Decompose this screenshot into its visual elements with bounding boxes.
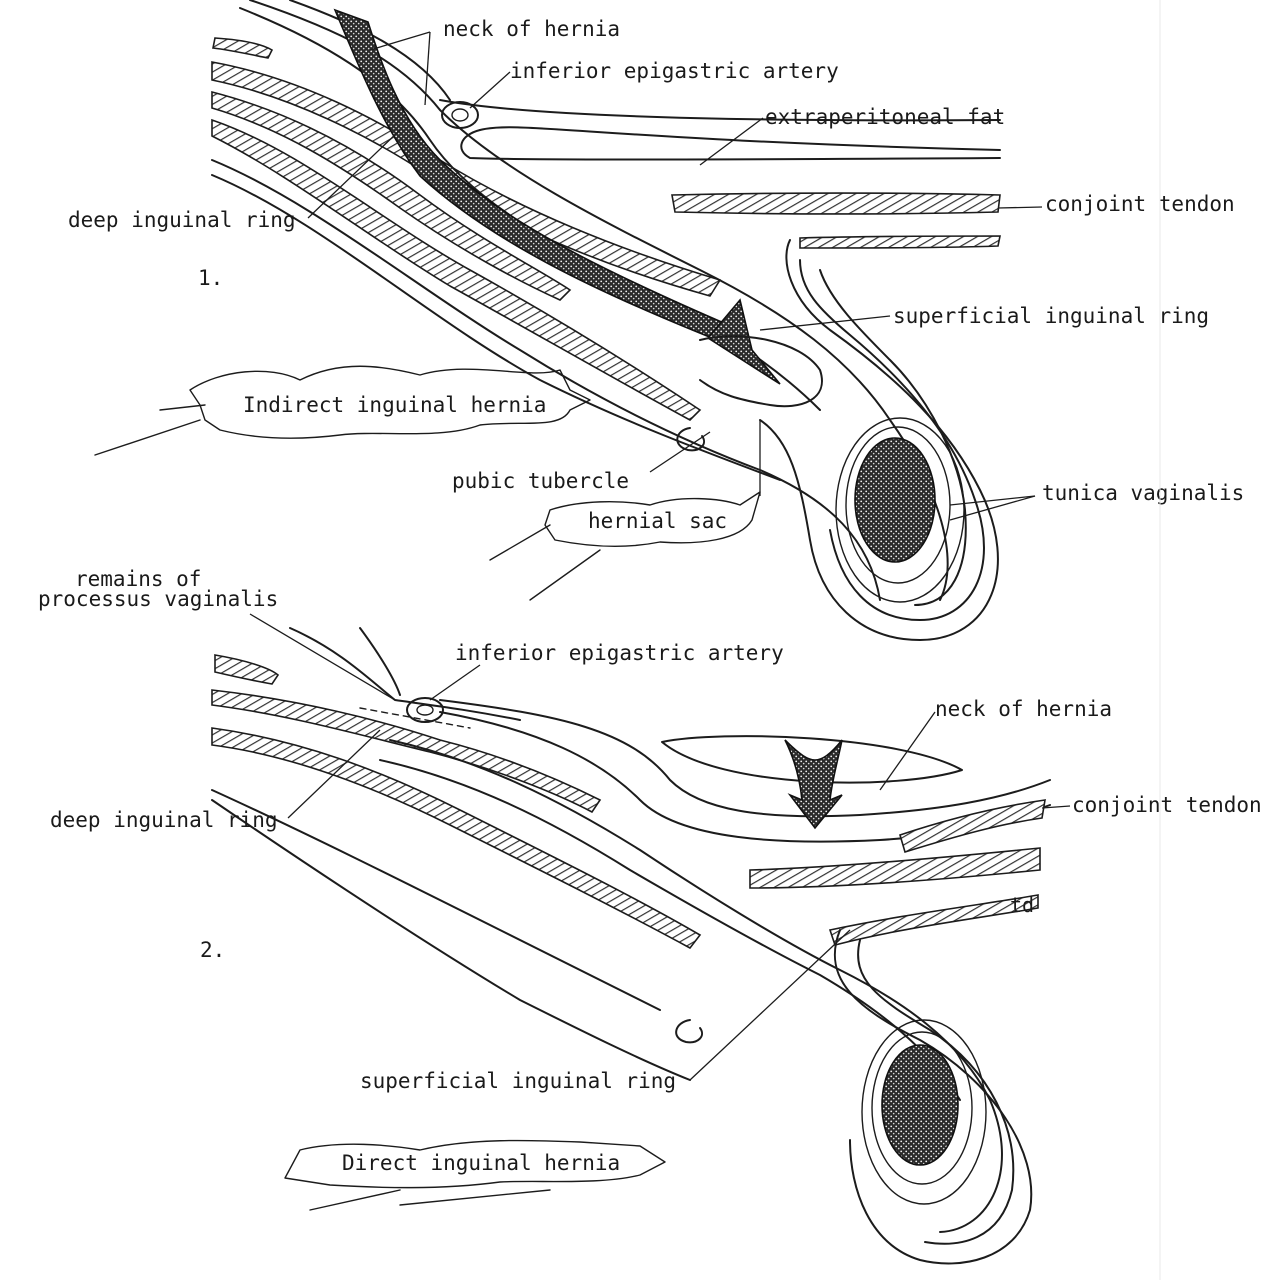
fig2-conjoint-tendon — [900, 800, 1045, 852]
fig2-inferior-epigastric-artery — [407, 698, 443, 722]
fig1-sac-outer — [760, 240, 998, 640]
fig2-label-deep-inguinal-ring: deep inguinal ring — [50, 808, 278, 832]
fig1-muscle-band-top — [213, 38, 272, 58]
fig2-label-remains-line2: processus vaginalis — [38, 587, 278, 611]
fig2-lower-strip — [830, 895, 1038, 945]
fig1-label-inferior-epigastric-artery: inferior epigastric artery — [510, 59, 839, 83]
fig2-number: 2. — [200, 938, 225, 962]
fig1-testis — [855, 438, 935, 562]
fig1-conjoint-tendon — [672, 193, 1000, 214]
fig2-fascial-line-2 — [360, 628, 400, 695]
figure-2-direct: remains of processus vaginalis inferior … — [38, 567, 1262, 1263]
fig2-fascial-line-8 — [212, 800, 690, 1080]
fig1-title-banner: Indirect inguinal hernia — [243, 393, 546, 417]
fig2-muscle-band-top — [215, 655, 278, 684]
fig2-artist-initials: td — [1010, 893, 1034, 917]
fig1-label-conjoint-tendon: conjoint tendon — [1045, 192, 1235, 216]
fig2-internal-oblique — [212, 728, 700, 948]
fig1-fat-pocket — [461, 130, 1000, 160]
fig1-label-tunica-vaginalis: tunica vaginalis — [1042, 481, 1244, 505]
fig1-label-pubic-tubercle: pubic tubercle — [452, 469, 629, 493]
fig2-label-inferior-epigastric-artery: inferior epigastric artery — [455, 641, 784, 665]
fig1-label-superficial-inguinal-ring: superficial inguinal ring — [893, 304, 1209, 328]
fig2-label-conjoint-tendon: conjoint tendon — [1072, 793, 1262, 817]
fig2-fascial-line-7 — [212, 790, 660, 1010]
fig1-number: 1. — [198, 266, 223, 290]
fig1-label-deep-inguinal-ring: deep inguinal ring — [68, 208, 296, 232]
fig2-label-neck-of-hernia: neck of hernia — [935, 697, 1112, 721]
figure-1-indirect: neck of hernia inferior epigastric arter… — [68, 0, 1244, 640]
fig1-label-hernial-sac: hernial sac — [588, 509, 727, 533]
fig2-descending-arrow — [785, 740, 842, 828]
fig1-peritoneum-lower — [480, 127, 1000, 150]
fig1-label-neck-of-hernia: neck of hernia — [443, 17, 620, 41]
fig2-tendon-band — [750, 848, 1040, 888]
fig1-lower-tendon-strip — [800, 236, 1000, 248]
fig1-descending-arrow — [708, 300, 780, 384]
fig2-label-superficial-inguinal-ring: superficial inguinal ring — [360, 1069, 676, 1093]
fig2-pubic-tubercle — [676, 1020, 702, 1042]
fig1-label-extraperitoneal-fat: extraperitoneal fat — [765, 105, 1005, 129]
fig2-title-banner: Direct inguinal hernia — [342, 1151, 620, 1175]
fig2-testis — [882, 1045, 958, 1165]
